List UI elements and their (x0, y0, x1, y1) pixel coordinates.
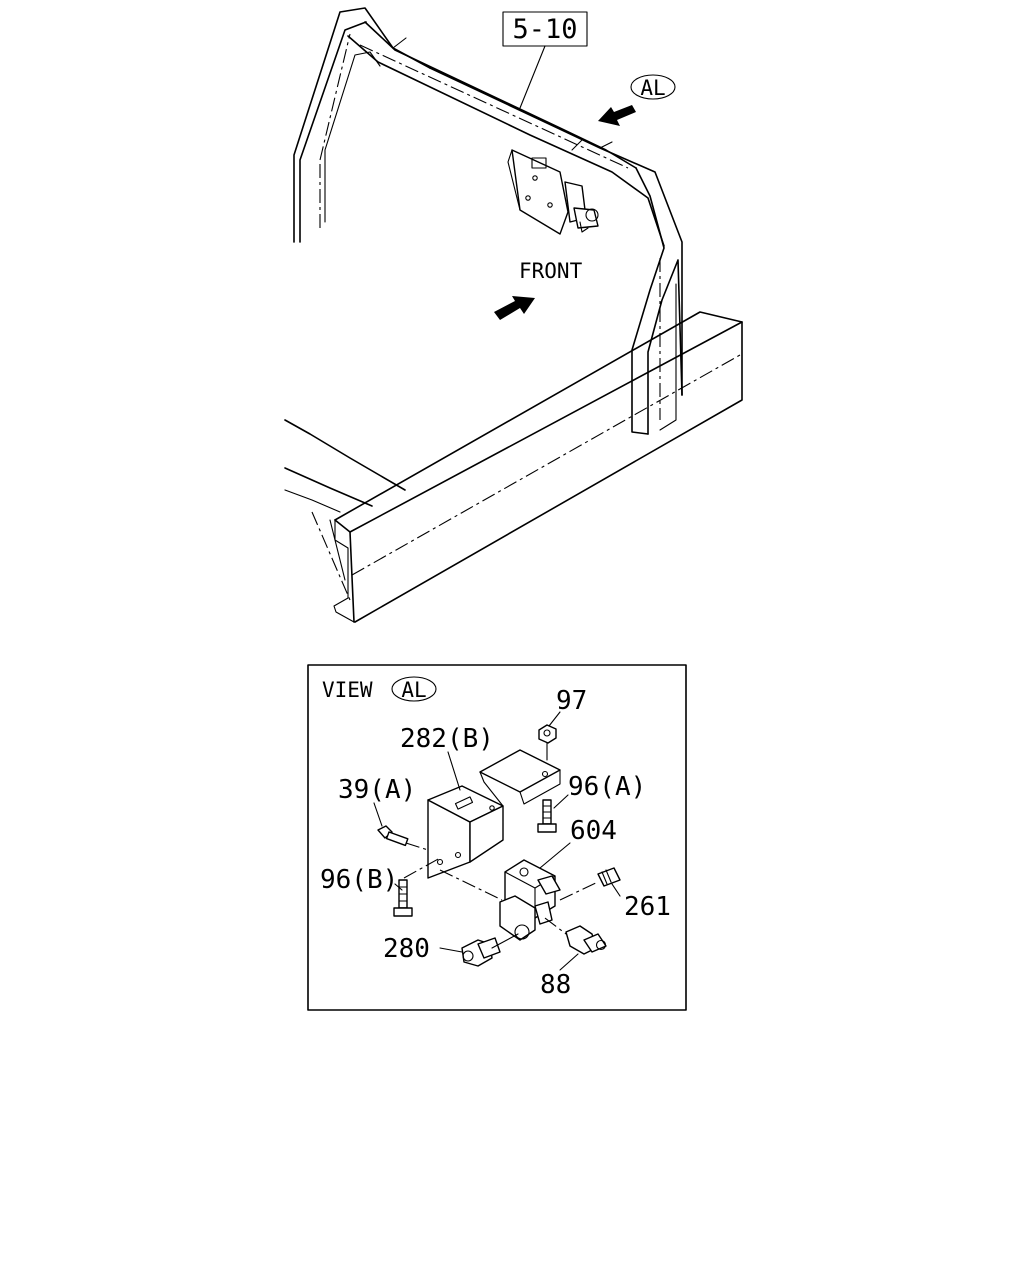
bracket-282b (427, 749, 561, 879)
callout-604: 604 (570, 816, 617, 846)
callout-88: 88 (540, 970, 571, 1000)
callout-261: 261 (624, 892, 671, 922)
bolt-96a (537, 799, 557, 833)
callout-97: 97 (556, 686, 587, 716)
view-marker-al: AL (630, 74, 676, 100)
view-al-inset: VIEW AL (307, 664, 687, 1011)
callout-96a: 96(A) (568, 772, 646, 802)
cab-frame-illustration: FRONT AL 5-10 (284, 7, 743, 623)
fitting-261 (559, 867, 621, 901)
callout-leaders (373, 711, 621, 971)
fitting-88 (544, 917, 607, 955)
reference-box: 5-10 (502, 11, 588, 109)
callout-282b: 282(B) (400, 724, 494, 754)
svg-text:AL: AL (401, 678, 426, 702)
inset-view-word: VIEW (322, 678, 373, 702)
front-label: FRONT (519, 259, 583, 283)
valve-604 (439, 859, 561, 941)
front-arrow-icon (494, 296, 535, 320)
cab-back-frame (293, 7, 683, 435)
callout-96b: 96(B) (320, 865, 398, 895)
bolt-39a (377, 825, 429, 851)
inset-view-marker: AL (391, 676, 437, 702)
svg-text:AL: AL (640, 76, 665, 100)
view-direction-arrow-icon (598, 105, 636, 126)
reference-box-label: 5-10 (512, 14, 577, 45)
fitting-280 (461, 933, 519, 967)
callout-280: 280 (383, 934, 430, 964)
callout-39a: 39(A) (338, 775, 416, 805)
chassis-rail (284, 311, 743, 623)
mounted-valve-assembly (507, 149, 599, 235)
nut-97 (538, 724, 557, 761)
bolt-96b (393, 857, 441, 917)
